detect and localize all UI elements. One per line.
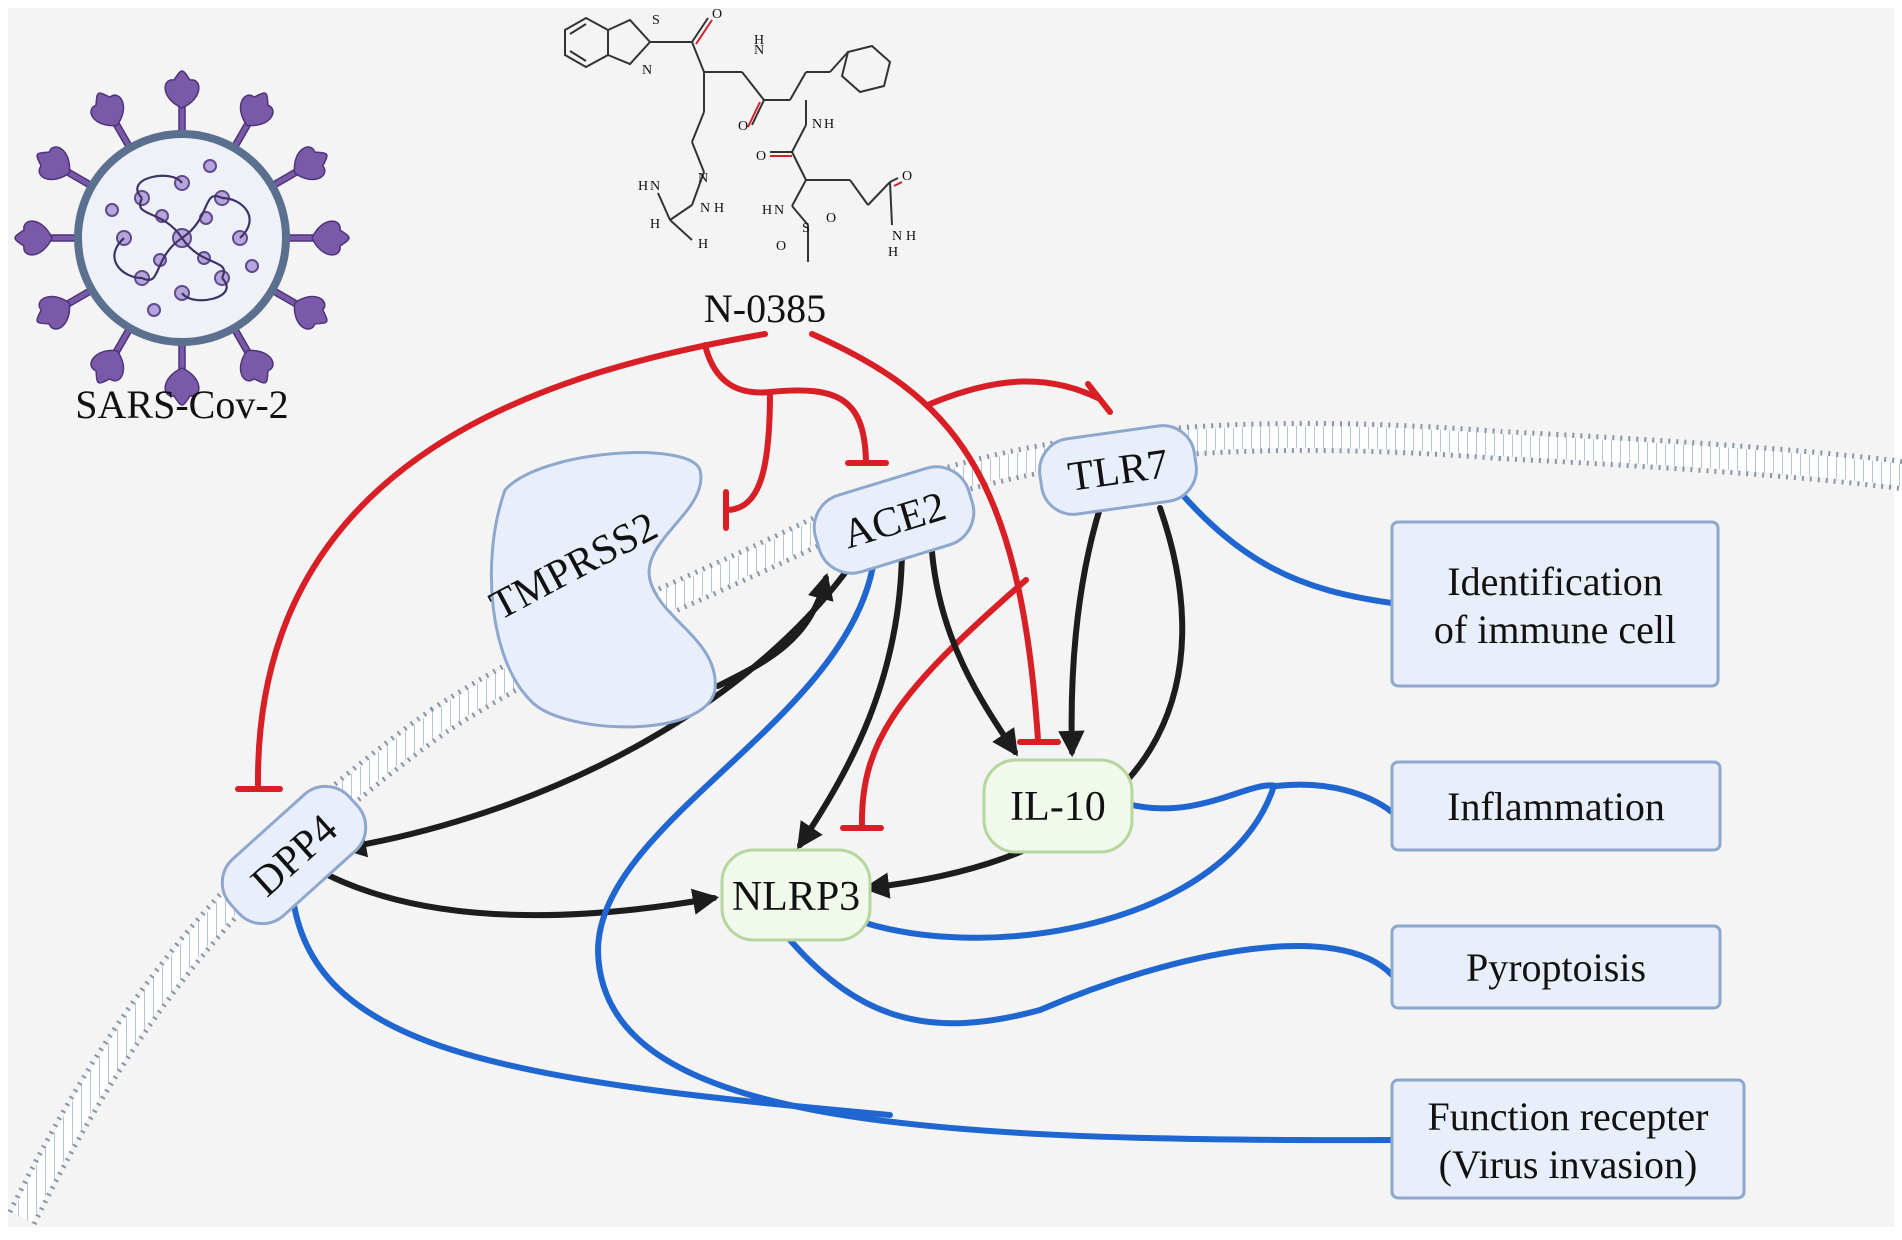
inhibit-split-edge <box>702 342 773 396</box>
tlr7-node[interactable]: TLR7 <box>1035 422 1200 519</box>
svg-text:H: H <box>824 117 834 132</box>
nlrp3-inflammation-link <box>859 783 1277 941</box>
svg-text:O: O <box>902 169 912 184</box>
svg-text:H: H <box>650 217 660 232</box>
virus-label: SARS-Cov-2 <box>75 382 288 427</box>
svg-text:N: N <box>892 229 902 244</box>
ace2-to-dpp4-arrow <box>339 549 863 858</box>
tlr7-to-nlrp3-arrow <box>862 505 1186 899</box>
inhibit-il10-edge <box>809 331 1041 743</box>
nlrp3-pyroptosis-link <box>787 937 1395 1027</box>
il10-label: IL-10 <box>1010 784 1106 830</box>
svg-text:N: N <box>812 117 822 132</box>
ace2-to-il10-arrow <box>929 549 1018 757</box>
inflammation-outcome-box[interactable]: Inflammation <box>1390 760 1722 852</box>
n-0385-molecule-structure <box>564 16 903 262</box>
receptor-line1: Function recepter <box>1428 1094 1709 1139</box>
drug-label: N-0385 <box>704 286 826 331</box>
pyroptosis-label: Pyroptoisis <box>1466 945 1646 990</box>
inflammation-label: Inflammation <box>1447 784 1665 829</box>
activation-edges <box>315 505 1186 919</box>
svg-text:S: S <box>652 13 660 28</box>
svg-text:N: N <box>642 63 652 78</box>
identification-line2: of immune cell <box>1434 607 1676 652</box>
svg-text:H: H <box>714 201 724 216</box>
inhibit-ace2-edge <box>767 387 869 466</box>
receptor-outcome-box[interactable]: Function recepter (Virus invasion) <box>1390 1078 1746 1200</box>
inhibit-nlrp3-edge <box>858 577 1029 831</box>
molecule-atom-labels: S O N N H O N H O N H S O O O N H H N N … <box>638 7 916 260</box>
svg-text:N: N <box>774 203 784 218</box>
ace2-node[interactable]: ACE2 <box>806 458 982 581</box>
svg-text:S: S <box>802 221 810 236</box>
il10-node[interactable]: IL-10 <box>982 758 1134 854</box>
svg-text:N: N <box>700 201 710 216</box>
svg-text:O: O <box>756 149 766 164</box>
pyroptosis-outcome-box[interactable]: Pyroptoisis <box>1390 924 1722 1010</box>
svg-text:H: H <box>906 229 916 244</box>
association-edges <box>289 475 1395 1144</box>
inhibit-dpp4-edge <box>254 331 768 788</box>
svg-text:H: H <box>888 245 898 260</box>
svg-text:O: O <box>738 119 748 134</box>
inhibit-tmprss2-edge <box>723 389 773 513</box>
svg-text:O: O <box>776 239 786 254</box>
dpp4-to-nlrp3-arrow <box>315 867 720 919</box>
dpp4-node[interactable]: DPP4 <box>209 773 379 937</box>
identification-outcome-box[interactable]: Identification of immune cell <box>1390 520 1720 688</box>
svg-text:N: N <box>650 179 660 194</box>
tmprss2-node[interactable]: TMPRSS2 <box>483 451 717 729</box>
ace2-receptor-link <box>594 557 1395 1144</box>
svg-text:H: H <box>698 237 708 252</box>
identification-line1: Identification <box>1447 559 1662 604</box>
tmprss2-to-ace2-arrow <box>715 572 834 689</box>
tlr7-to-il10-arrow <box>1058 505 1103 758</box>
ace2-to-nlrp3-arrow <box>797 549 905 850</box>
svg-text:H: H <box>754 33 764 48</box>
nlrp3-node[interactable]: NLRP3 <box>720 848 872 942</box>
svg-text:H: H <box>638 179 648 194</box>
sars-cov-2-virus-icon <box>14 70 350 406</box>
receptor-line2: (Virus invasion) <box>1439 1142 1698 1187</box>
nlrp3-label: NLRP3 <box>732 874 860 920</box>
svg-text:N: N <box>754 43 764 58</box>
tlr7-identification-link <box>1165 475 1395 606</box>
inhibition-edges <box>235 331 1113 831</box>
inhibit-tlr7-edge <box>927 378 1101 407</box>
dpp4-receptor-link <box>289 889 893 1118</box>
svg-text:O: O <box>826 211 836 226</box>
svg-text:O: O <box>712 7 722 22</box>
svg-text:H: H <box>762 203 772 218</box>
svg-text:N: N <box>698 171 708 186</box>
